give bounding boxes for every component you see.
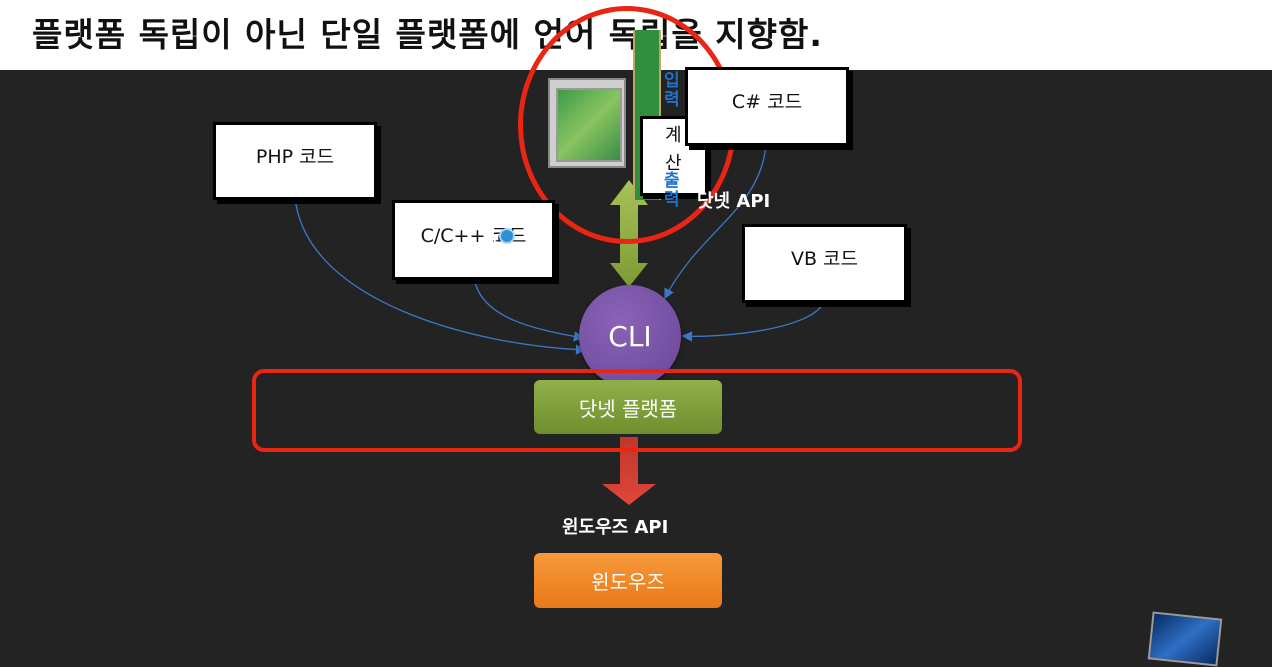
- csharp-to-cli-line: [664, 144, 767, 300]
- csharp-code-label: C# 코드: [731, 91, 803, 113]
- vb-code-note: VB 코드: [742, 224, 907, 303]
- input-label: 입력: [664, 71, 680, 110]
- vb-to-cli-line: [681, 299, 826, 342]
- compute-label-1: 계: [665, 125, 682, 146]
- cpu-chip-icon: [548, 78, 626, 168]
- compute-label-2: 산: [665, 153, 682, 174]
- platform-highlight-box: [252, 369, 1022, 452]
- dotnet-platform-box: 닷넷 플랫폼: [534, 380, 722, 434]
- cpp-to-cli-line: [473, 276, 585, 342]
- output-label: 출력: [664, 171, 680, 210]
- vb-code-label: VB 코드: [790, 248, 859, 270]
- loading-spinner-icon: [499, 228, 515, 244]
- windows-box: 윈도우즈: [534, 553, 722, 608]
- php-to-cli-line: [294, 196, 587, 355]
- windows-api-label: 윈도우즈 API: [562, 517, 669, 538]
- php-code-note: PHP 코드: [213, 122, 377, 200]
- csharp-code-note: C# 코드: [685, 67, 849, 146]
- dotnet-api-label: 닷넷 API: [697, 191, 771, 212]
- php-code-label: PHP 코드: [255, 145, 335, 168]
- down-arrow: [602, 437, 656, 505]
- cpp-code-note: C/C++ 코드: [392, 200, 555, 280]
- windows-logo-icon: [1147, 611, 1223, 667]
